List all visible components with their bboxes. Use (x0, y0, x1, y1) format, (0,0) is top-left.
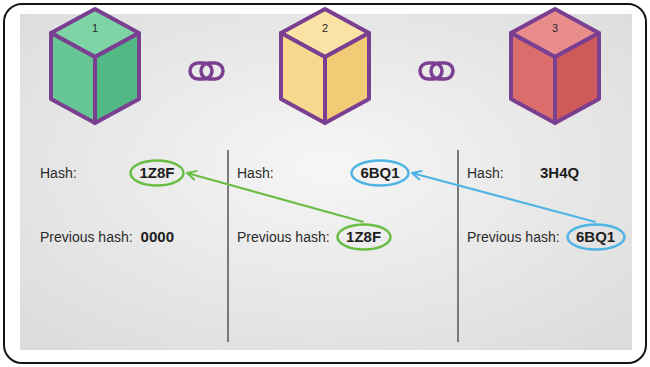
hash-value: 0000 (141, 228, 174, 246)
column-divider (457, 150, 459, 342)
field-label: Hash: (40, 164, 77, 182)
field-label: Hash: (237, 164, 274, 182)
cube-face (95, 33, 139, 123)
frame (4, 4, 646, 363)
field-label: Previous hash: (237, 228, 330, 246)
block-number: 3 (508, 21, 602, 35)
hash-value: 6BQ1 (360, 159, 399, 187)
block-cube: 1 (48, 6, 142, 126)
cube-face (555, 33, 599, 123)
backdrop (20, 14, 632, 350)
hash-link-arrow (187, 173, 364, 222)
block-cube: 2 (278, 6, 372, 126)
hash-ellipse: 6BQ1 (350, 159, 410, 187)
cube-face (325, 33, 369, 123)
field-label: Hash: (467, 164, 504, 182)
field-label: Previous hash: (40, 228, 133, 246)
hash-value: 1Z8F (139, 159, 174, 187)
cube-face (281, 33, 325, 123)
hash-value: 6BQ1 (576, 223, 615, 251)
cube-face (51, 33, 95, 123)
block-number: 1 (48, 21, 142, 35)
hash-value: 3H4Q (540, 164, 579, 182)
block-number: 2 (278, 21, 372, 35)
column-divider (227, 150, 229, 342)
chain-link-icon (420, 63, 453, 79)
hash-ellipse: 6BQ1 (566, 223, 626, 251)
cube-face (511, 33, 555, 123)
block-cube: 3 (508, 6, 602, 126)
field-label: Previous hash: (467, 228, 560, 246)
hash-value: 1Z8F (346, 223, 381, 251)
hash-ellipse: 1Z8F (336, 223, 392, 251)
hash-ellipse: 1Z8F (129, 159, 185, 187)
chain-link-icon (190, 63, 223, 79)
